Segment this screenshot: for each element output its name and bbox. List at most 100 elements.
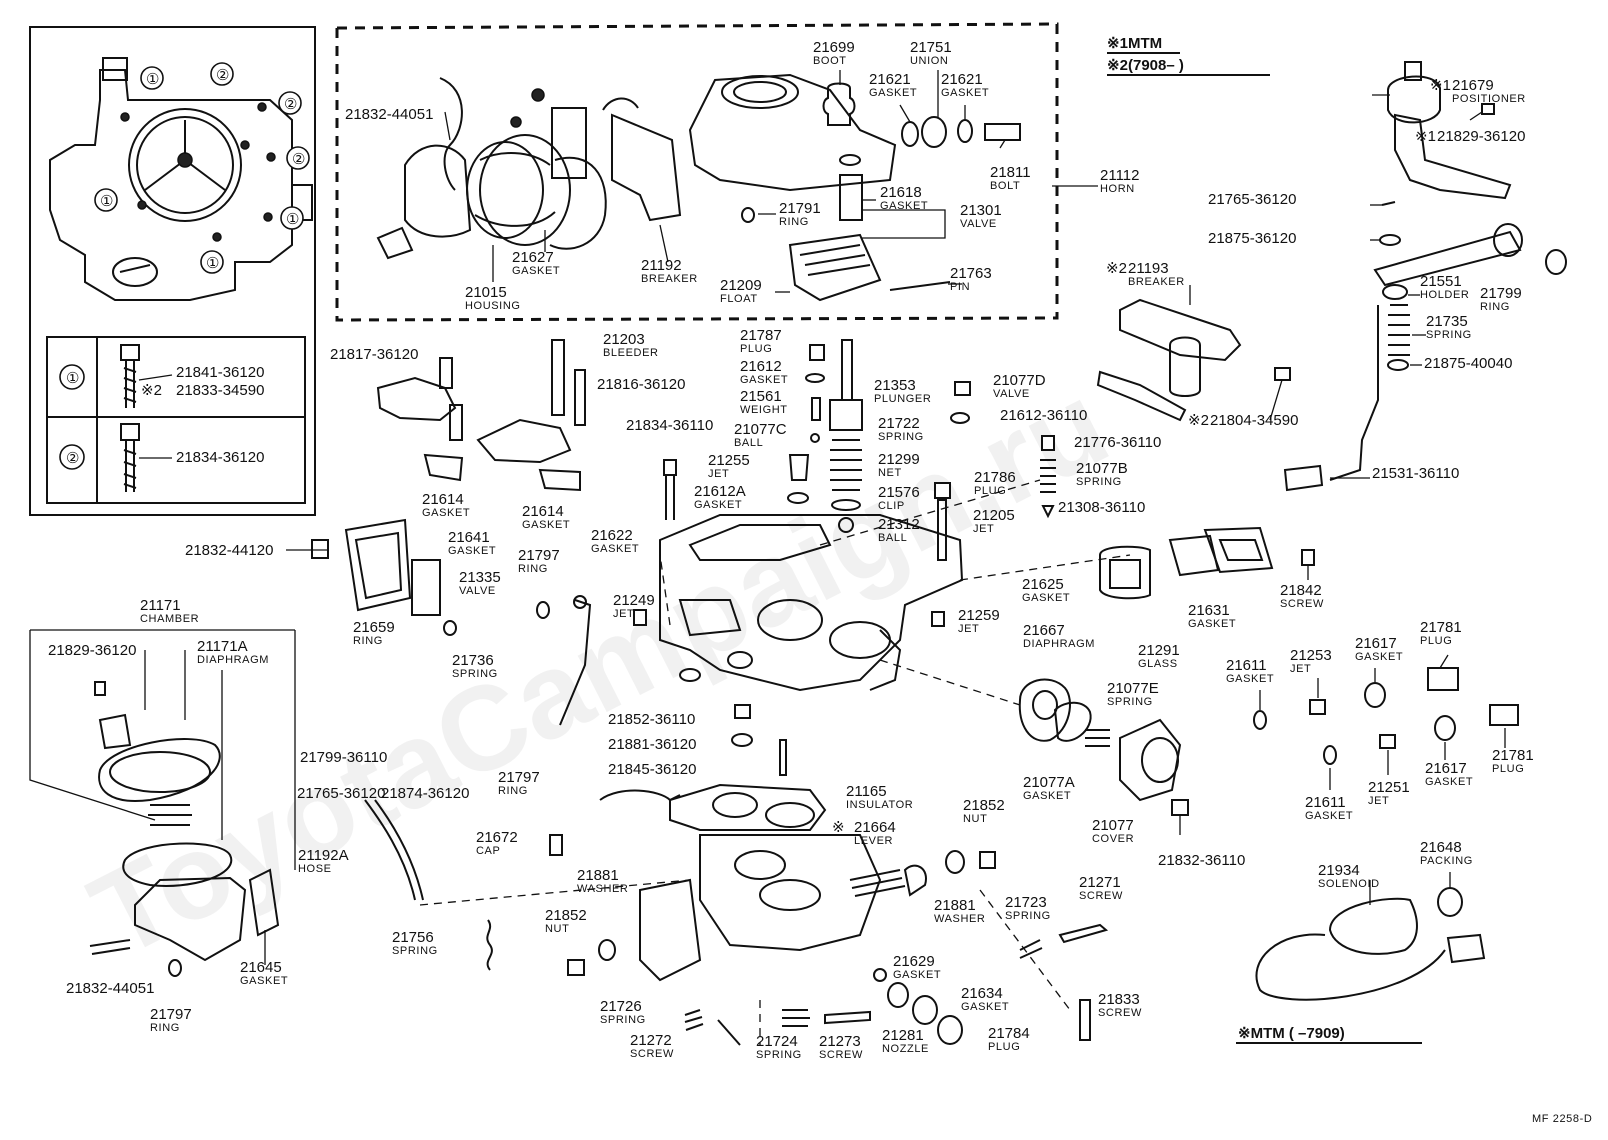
part-number: 21845-36120: [608, 761, 696, 778]
part-number: 21617: [1355, 635, 1397, 652]
part-name: GASKET: [694, 499, 742, 511]
part-number: 21832-44051: [345, 106, 433, 123]
part-name: SCREW: [630, 1048, 674, 1060]
part-number: 21627: [512, 249, 554, 266]
part-name: SOLENOID: [1318, 878, 1380, 890]
legend-mark-1-text: MTM: [1128, 35, 1162, 52]
part-number: 21751: [910, 39, 952, 56]
part-number: 21817-36120: [330, 346, 418, 363]
part-name: PLUG: [974, 485, 1006, 497]
part-number: 21648: [1420, 839, 1462, 856]
part-name: BREAKER: [641, 273, 698, 285]
part-number: 21308-36110: [1058, 499, 1145, 516]
part-name: GASKET: [1305, 810, 1353, 822]
part-number: 21811: [990, 164, 1031, 181]
part-name: DIAPHRAGM: [1023, 638, 1095, 650]
part-name: SPRING: [756, 1049, 802, 1061]
part-name: HOUSING: [465, 300, 521, 312]
part-number: 21664: [854, 819, 896, 836]
part-number: 21791: [779, 200, 821, 217]
part-name: PLUG: [988, 1041, 1020, 1053]
part-number: 21612-36110: [1000, 407, 1087, 424]
part-number: 21621: [869, 71, 911, 88]
part-name: PACKING: [1420, 855, 1473, 867]
part-number: 21611: [1226, 657, 1267, 674]
part-label: 21832-44120: [185, 542, 273, 559]
part-number: 21259: [958, 607, 1000, 624]
part-number: 21612A: [694, 483, 746, 500]
part-number: 21881: [934, 897, 976, 914]
part-label: 21875-40040: [1424, 355, 1512, 372]
part-mark: ※1: [1430, 77, 1451, 94]
svg-text:①: ①: [66, 370, 79, 387]
part-name: DIAPHRAGM: [197, 654, 269, 666]
part-label: 21817-36120: [330, 346, 418, 363]
part-number: 21765-36120: [1208, 191, 1296, 208]
part-number: 21193: [1128, 260, 1169, 277]
svg-text:②: ②: [284, 96, 297, 113]
part-number: 21551: [1420, 273, 1462, 290]
part-number: 21776-36110: [1074, 434, 1161, 451]
part-number: 21622: [591, 527, 633, 544]
part-name: NUT: [545, 923, 569, 935]
part-name: GASKET: [591, 543, 639, 555]
part-number: 21077E: [1107, 680, 1159, 697]
part-name: PIN: [950, 281, 970, 293]
part-number: 21797: [498, 769, 540, 786]
part-name: RING: [518, 563, 548, 575]
part-name: POSITIONER: [1452, 93, 1526, 105]
part-name: PLUG: [1420, 635, 1452, 647]
part-number: 21726: [600, 998, 642, 1015]
part-number: 21816-36120: [597, 376, 685, 393]
part-name: FLOAT: [720, 293, 758, 305]
part-name: GASKET: [522, 519, 570, 531]
part-name: CAP: [476, 845, 500, 857]
part-mark: ※: [832, 819, 845, 836]
part-label: 21834-36110: [626, 417, 713, 434]
part-name: WASHER: [934, 913, 985, 925]
part-name: GASKET: [1023, 790, 1071, 802]
part-name: GASKET: [422, 507, 470, 519]
part-number: 21834-36110: [626, 417, 713, 434]
part-name: JET: [1290, 663, 1311, 675]
part-number: 21842: [1280, 582, 1322, 599]
part-number: 21679: [1452, 77, 1494, 94]
svg-text:①: ①: [286, 211, 299, 228]
part-name: GASKET: [1188, 618, 1236, 630]
part-number: 21272: [630, 1032, 672, 1049]
part-number: 21852-36110: [608, 711, 695, 728]
part-number: 21205: [973, 507, 1015, 524]
part-label: 21765-36120: [297, 785, 385, 802]
